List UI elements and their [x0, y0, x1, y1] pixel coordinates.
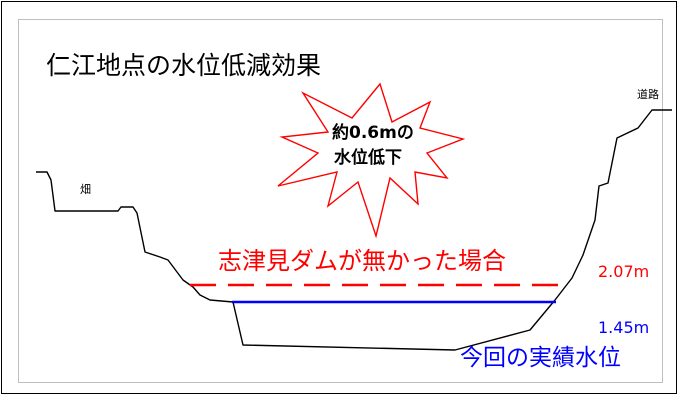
callout-text-line1: 約0.6mの [332, 123, 414, 143]
actual-level-label: 今回の実績水位 [460, 345, 621, 371]
actual-level-value: 1.45m [598, 318, 650, 337]
without-dam-level-value: 2.07m [598, 262, 650, 281]
terrain-profile [36, 109, 672, 351]
field-label: 畑 [80, 183, 91, 196]
callout-text-line2: 水位低下 [334, 148, 402, 168]
diagram-title: 仁江地点の水位低減効果 [46, 51, 322, 80]
road-label: 道路 [637, 88, 659, 101]
figure-frame [18, 19, 663, 383]
without-dam-label: 志津見ダムが無かった場合 [218, 247, 506, 275]
callout-burst [277, 82, 466, 239]
